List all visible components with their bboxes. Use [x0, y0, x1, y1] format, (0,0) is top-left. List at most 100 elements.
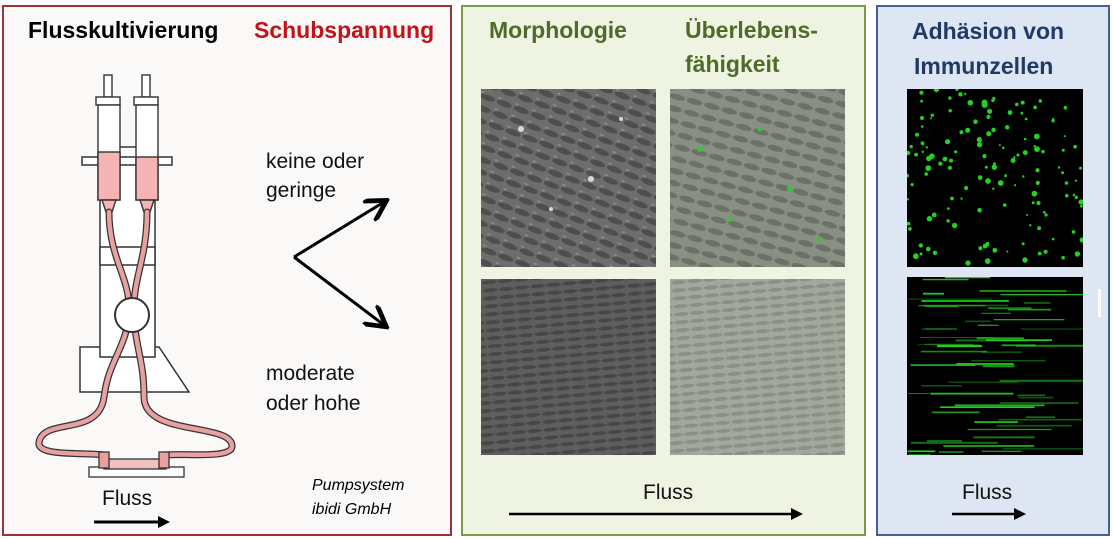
fluorescent-cell	[1022, 150, 1028, 156]
pump-valve	[114, 297, 150, 333]
fluorescent-cell	[998, 144, 1001, 147]
fluorescent-cell	[1038, 99, 1043, 103]
fluorescent-cell	[1029, 224, 1032, 227]
fluorescent-cell	[1073, 144, 1077, 149]
flow-arrow	[94, 516, 170, 528]
fluorescent-cell	[1033, 105, 1037, 110]
fluorescent-cell	[991, 127, 996, 133]
fluorescent-cell	[1031, 201, 1035, 205]
pump-stand	[79, 146, 191, 393]
fluorescent-cell	[1080, 205, 1083, 208]
immune-adhesion-panel: Adhäsion von Immunzellen Fluss	[876, 5, 1110, 536]
fluorescent-cell	[960, 197, 963, 200]
fluorescent-cell	[1051, 237, 1055, 241]
fluorescent-cell	[1063, 135, 1066, 138]
viability-flow-image	[670, 279, 845, 455]
fluorescent-cell	[992, 247, 998, 253]
fluorescent-cell	[930, 117, 932, 120]
morphology-flow-image	[481, 279, 656, 455]
fluorescent-cell	[1074, 195, 1078, 200]
fluorescent-cell	[1057, 166, 1061, 169]
fluorescent-cell	[1026, 213, 1028, 216]
credit-line-1: Pumpsystem	[312, 477, 405, 494]
fluorescent-cell	[950, 196, 954, 201]
fluorescent-cell	[929, 153, 935, 159]
fluorescent-cell	[926, 216, 933, 222]
flow-label: Fluss	[962, 481, 1013, 504]
fluorescent-cell	[912, 253, 919, 260]
fluorescent-cell	[1036, 200, 1041, 206]
fluorescent-cell	[925, 165, 932, 171]
fluorescent-cell	[986, 114, 991, 119]
fluorescent-cell	[920, 125, 924, 128]
fluorescent-cell	[1074, 179, 1077, 182]
shear-low-label-2: geringe	[266, 179, 337, 202]
fluorescent-cell	[925, 146, 928, 149]
tubing-fill	[36, 209, 235, 458]
fluorescent-cell	[1033, 144, 1036, 148]
fluorescent-cell	[1034, 146, 1040, 152]
fluorescent-cell	[986, 131, 992, 137]
fluorescent-cell	[964, 92, 967, 95]
fluorescent-cell	[1061, 148, 1065, 152]
fluorescent-cell	[984, 258, 991, 264]
fluorescent-cell	[977, 142, 983, 148]
fluorescent-cell	[967, 99, 974, 106]
fluorescent-cell	[955, 89, 959, 91]
fluorescent-cell	[964, 185, 969, 191]
fluorescent-cell	[959, 130, 964, 135]
fluorescent-cell	[958, 92, 963, 97]
fluorescent-cell	[1037, 251, 1042, 256]
fluorescent-cell	[932, 250, 938, 255]
fluorescent-cell	[985, 178, 991, 184]
fluorescent-cell	[945, 157, 948, 160]
fluorescent-cell	[1061, 171, 1065, 175]
fluorescent-cell	[947, 165, 952, 170]
fluorescent-cell	[907, 150, 911, 156]
fluorescent-cell	[933, 89, 940, 93]
syringe-right	[133, 74, 159, 213]
fluorescent-cell	[1079, 166, 1082, 170]
fluorescent-cell	[921, 150, 924, 153]
fluorescent-cell	[931, 212, 937, 218]
fluorescent-cell	[925, 246, 931, 252]
credit-line-2: ibidi GmbH	[312, 501, 392, 518]
fluorescent-cell	[992, 165, 997, 170]
fluorescent-cell	[1072, 193, 1076, 197]
fluorescent-cell	[992, 187, 995, 190]
fluorescent-cell	[946, 219, 950, 223]
fluorescent-cell	[987, 108, 993, 114]
fluorescent-cell	[976, 137, 982, 143]
fluorescent-cell	[965, 127, 971, 133]
viability-static-image	[670, 89, 845, 267]
fluorescent-cell	[1079, 237, 1083, 243]
fluorescent-cell	[977, 175, 983, 180]
fluorescent-cell	[1063, 105, 1068, 110]
immune-title-2: Immunzellen	[914, 53, 1054, 79]
fluorescent-cell	[982, 154, 987, 159]
fluorescent-cell	[948, 109, 952, 113]
fluorescent-cell	[1015, 102, 1019, 107]
fluorescent-cell	[1020, 100, 1025, 105]
fluorescent-cell	[1023, 137, 1027, 141]
shear-low-label-1: keine oder	[266, 150, 365, 173]
fluorescent-cell	[1020, 111, 1024, 115]
shear-high-label-1: moderate	[266, 362, 355, 385]
fluorescent-cell	[1013, 156, 1016, 159]
fluorescent-cell	[920, 116, 924, 120]
fluorescent-cell	[948, 96, 952, 100]
flow-label: Fluss	[102, 487, 153, 510]
fluorescent-cell	[1004, 174, 1007, 178]
fluorescent-cell	[1035, 180, 1040, 185]
fluorescent-cell	[997, 180, 1004, 186]
fluorescent-cell	[920, 99, 923, 103]
fluorescent-cell	[1044, 213, 1048, 217]
fluorescent-cell	[1006, 250, 1009, 253]
shear-branch-arrows	[293, 192, 404, 342]
flow-slide	[88, 451, 185, 478]
morphology-viability-panel: Morphologie Überlebens- fähigkeit	[461, 5, 866, 536]
viability-title-1: Überlebens-	[685, 17, 818, 43]
fluorescent-cell	[914, 152, 918, 157]
fluorescent-cell	[1014, 184, 1017, 187]
fluorescent-cell	[1021, 242, 1025, 246]
